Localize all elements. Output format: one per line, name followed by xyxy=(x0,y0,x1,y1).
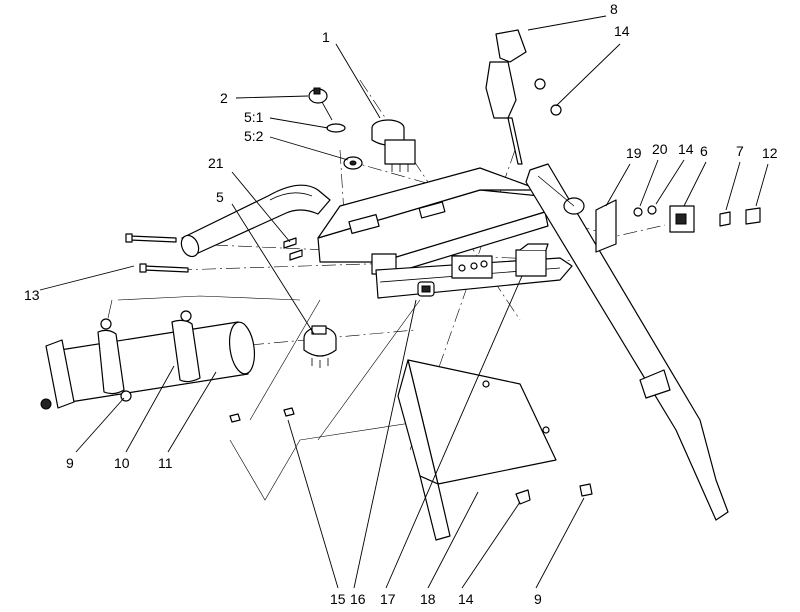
callout-13: 13 xyxy=(24,287,40,303)
callout-20: 20 xyxy=(652,141,668,157)
callout-5: 5 xyxy=(216,189,224,205)
callout-2: 2 xyxy=(220,90,228,106)
plate-18 xyxy=(397,359,557,541)
callout-16: 16 xyxy=(350,591,366,607)
callout-12: 12 xyxy=(762,145,778,161)
callout-14-bottom: 14 xyxy=(458,591,474,607)
callout-5-2: 5:2 xyxy=(244,128,264,144)
callout-6: 6 xyxy=(700,143,708,159)
screws-21 xyxy=(283,237,303,261)
callout-5-1: 5:1 xyxy=(244,109,264,125)
callout-15: 15 xyxy=(330,591,346,607)
callout-1: 1 xyxy=(322,29,330,45)
terminal-block xyxy=(451,243,549,279)
bottom-fasteners xyxy=(229,407,593,505)
switch-5 xyxy=(303,325,337,368)
tailpipe-tube xyxy=(180,184,331,258)
callout-18: 18 xyxy=(420,591,436,607)
callout-10: 10 xyxy=(114,455,130,471)
callout-19: 19 xyxy=(626,145,642,161)
muffler-assembly xyxy=(40,310,256,410)
callout-9-bottom: 9 xyxy=(534,591,542,607)
key-switch-2 xyxy=(308,87,333,121)
nuts-14-top xyxy=(534,78,562,116)
callout-21: 21 xyxy=(208,155,224,171)
long-arm xyxy=(525,163,729,521)
bolts-13 xyxy=(125,233,189,273)
switch-1 xyxy=(371,119,416,172)
callout-14-top: 14 xyxy=(614,23,630,39)
leader-lines xyxy=(39,15,769,589)
callout-labels: 1 2 5:1 5:2 21 5 13 9 10 11 8 14 19 20 1… xyxy=(24,1,778,607)
lever-8 xyxy=(485,29,527,165)
callout-17: 17 xyxy=(380,591,396,607)
callout-7: 7 xyxy=(736,143,744,159)
callout-14-mid: 14 xyxy=(678,141,694,157)
callout-11: 11 xyxy=(158,455,173,471)
callout-8: 8 xyxy=(610,1,618,17)
right-bracket-parts xyxy=(595,199,761,253)
connector-16 xyxy=(417,281,435,297)
callout-9-left: 9 xyxy=(66,455,74,471)
washers-5 xyxy=(326,123,363,170)
